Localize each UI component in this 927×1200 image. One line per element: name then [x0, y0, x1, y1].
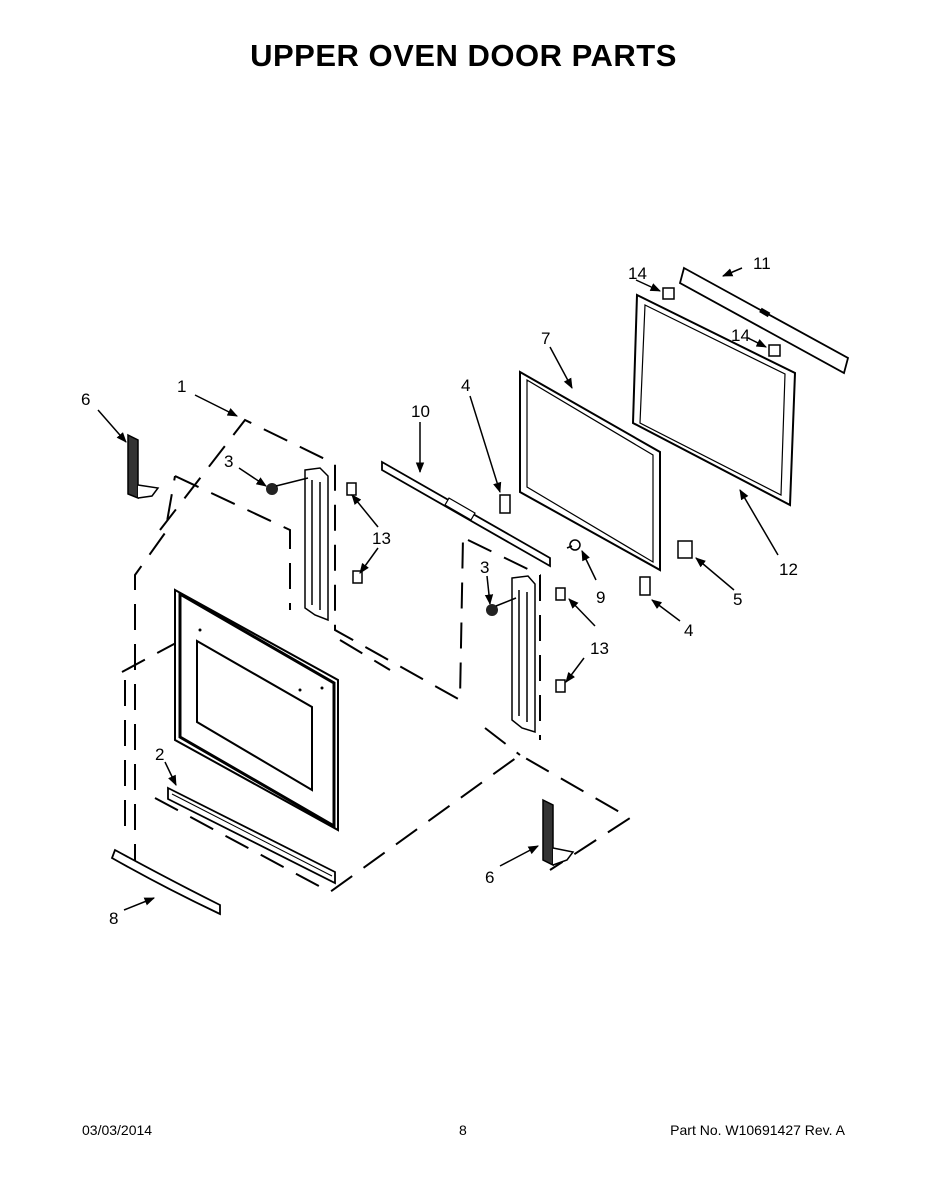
callout-2: 2	[155, 745, 164, 764]
callout-4-top: 4	[461, 376, 470, 395]
inner-glass-frame	[519, 370, 661, 572]
callout-11: 11	[753, 254, 771, 273]
phantom-lines	[121, 418, 632, 894]
footer-part-number: Part No. W10691427 Rev. A	[670, 1122, 845, 1138]
leader-lines	[97, 267, 779, 911]
hinge-right	[542, 798, 575, 867]
vent-trim	[167, 786, 336, 885]
clips	[346, 482, 566, 693]
callout-13-right: 13	[590, 639, 609, 658]
callout-3-right: 3	[480, 558, 489, 577]
top-bracket	[678, 266, 850, 375]
side-bracket-right	[511, 575, 536, 734]
screw-left	[266, 477, 309, 495]
callout-5: 5	[733, 590, 742, 609]
callout-6-left: 6	[81, 390, 90, 409]
insulation-pads	[662, 287, 781, 357]
outer-glass	[631, 293, 797, 507]
callout-labels: 1 6 3 13 10 4 7 3 9 5 4 13 11 14 14 12 2…	[81, 254, 798, 928]
callout-12: 12	[779, 560, 798, 579]
callout-10: 10	[411, 402, 430, 421]
callout-14-right: 14	[731, 326, 750, 345]
footer-date: 03/03/2014	[82, 1122, 153, 1138]
side-bracket-left	[304, 467, 329, 622]
page-title: UPPER OVEN DOOR PARTS	[250, 38, 677, 73]
door-front-panel	[174, 588, 339, 832]
door-handle	[110, 848, 221, 916]
callout-6-right: 6	[485, 868, 494, 887]
bumpers	[499, 494, 651, 596]
top-vent-channel	[381, 460, 551, 568]
callout-1: 1	[177, 377, 186, 396]
hinge-left	[127, 433, 160, 500]
callout-8: 8	[109, 909, 118, 928]
callout-9: 9	[596, 588, 605, 607]
callout-14-left: 14	[628, 264, 647, 283]
footer-page-number: 8	[459, 1122, 467, 1138]
callout-4-bottom: 4	[684, 621, 693, 640]
callout-7: 7	[541, 329, 550, 348]
screw-right	[486, 597, 517, 616]
screw-9	[566, 539, 581, 551]
callout-13-left: 13	[372, 529, 391, 548]
callout-3-left: 3	[224, 452, 233, 471]
switch-block	[677, 540, 693, 559]
